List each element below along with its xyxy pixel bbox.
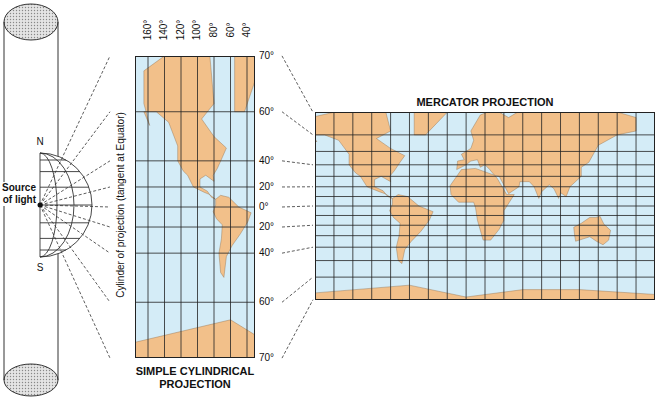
projection-heading: MERCATOR PROJECTION [315, 96, 655, 109]
projection-ray [40, 205, 110, 207]
latitude-label: 40° [259, 247, 274, 259]
parallel-line [315, 134, 655, 135]
latitude-label: 20° [259, 221, 274, 233]
land-mass [400, 112, 447, 135]
light-source-dot [38, 203, 43, 208]
latitude-leader [282, 225, 313, 227]
latitude-leader [282, 161, 313, 165]
latitude-leader [282, 186, 313, 187]
latitude-leaders [282, 56, 313, 358]
projection-heading: SIMPLE CYLINDRICAL PROJECTION [120, 365, 270, 391]
latitude-label: 40° [259, 155, 274, 167]
land-mass [222, 56, 255, 112]
projection-ray [40, 205, 110, 358]
parallel-line [135, 111, 255, 112]
mercator-map [315, 112, 655, 300]
latitude-leader [282, 56, 313, 112]
longitude-label: 100° [192, 20, 204, 41]
pole-label: N [36, 136, 43, 148]
land-mass [450, 168, 514, 240]
latitude-label: 70° [259, 50, 274, 62]
latitude-label: 0° [259, 201, 269, 213]
latitude-leader [282, 112, 313, 135]
parallel-line [315, 247, 655, 248]
longitude-label: 40° [241, 22, 253, 37]
projection-ray [40, 56, 110, 205]
projection-ray [40, 205, 110, 302]
cylinder-label: Cylinder of projection (tangent at Equat… [115, 112, 127, 298]
parallel-line [315, 225, 655, 226]
projection-ray [40, 187, 110, 205]
land-mass [315, 112, 405, 198]
parallel-line [135, 186, 255, 187]
projection-ray [40, 205, 110, 227]
map-panel: SIMPLE CYLINDRICAL PROJECTION [135, 56, 255, 358]
parallel-line [315, 196, 655, 197]
parallel-line [315, 260, 655, 261]
pole-label: S [37, 262, 44, 274]
land-mass [390, 195, 433, 264]
light-source-label: Source of light [0, 182, 36, 206]
parallel-line [315, 186, 655, 187]
land-mass [213, 195, 251, 277]
parallel-line [135, 253, 255, 254]
parallel-line [135, 160, 255, 161]
parallel-line [135, 227, 255, 228]
latitude-label: 60° [259, 106, 274, 118]
land-mass [135, 320, 255, 358]
latitude-leader [282, 277, 313, 302]
longitude-label: 160° [142, 20, 154, 41]
projection-ray [40, 205, 110, 253]
latitude-leader [282, 300, 313, 358]
parallel-line [315, 215, 655, 216]
parallel-line [315, 176, 655, 177]
latitude-leader [282, 206, 313, 207]
longitude-label: 60° [225, 22, 237, 37]
parallel-line [315, 164, 655, 165]
simple-cylindrical-map [135, 56, 255, 358]
parallel-line [135, 302, 255, 303]
parallel-line [315, 206, 655, 207]
projection-rays [40, 56, 110, 358]
longitude-label: 120° [175, 20, 187, 41]
longitude-label: 80° [208, 22, 220, 37]
parallel-line [315, 277, 655, 278]
latitude-label: 20° [259, 181, 274, 193]
projection-ray [40, 161, 110, 205]
latitude-label: 60° [259, 296, 274, 308]
latitude-leader [282, 247, 313, 253]
latitude-label: 70° [259, 352, 274, 364]
parallel-line [135, 207, 255, 208]
parallel-line [315, 151, 655, 152]
map-panel: MERCATOR PROJECTION [315, 112, 655, 300]
projection-ray [40, 112, 110, 205]
longitude-label: 140° [159, 20, 171, 41]
parallel-line [315, 235, 655, 236]
